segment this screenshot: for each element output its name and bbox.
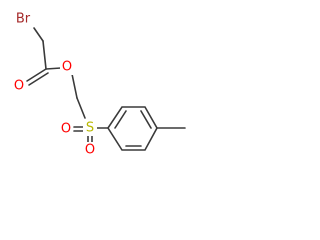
bond-br-ch2 xyxy=(33,27,44,42)
bonds xyxy=(26,27,186,151)
bond-ch2-carbonyl xyxy=(42,40,47,70)
carbonyl-oxygen-label: O xyxy=(14,79,24,94)
bond-carbonyl-double-2 xyxy=(28,72,49,86)
bromine-label: Br xyxy=(16,12,31,27)
sulfonyl-oxygen-left-label: O xyxy=(61,122,71,137)
molecule-structure: Br O O S O O xyxy=(12,10,186,158)
bond-carbonyl-double-1 xyxy=(26,68,47,82)
ester-oxygen-label: O xyxy=(62,60,72,75)
ring-double-2 xyxy=(140,110,152,129)
atom-labels: Br O O S O O xyxy=(12,10,97,158)
ring-double-1 xyxy=(114,110,127,129)
bond-ester-o-ch2 xyxy=(71,73,78,99)
bond-carbonyl-ester-o xyxy=(45,67,62,70)
sulfur-label: S xyxy=(86,121,94,136)
bond-ch2-ch2 xyxy=(76,97,86,119)
sulfonyl-oxygen-bottom-label: O xyxy=(85,143,95,158)
